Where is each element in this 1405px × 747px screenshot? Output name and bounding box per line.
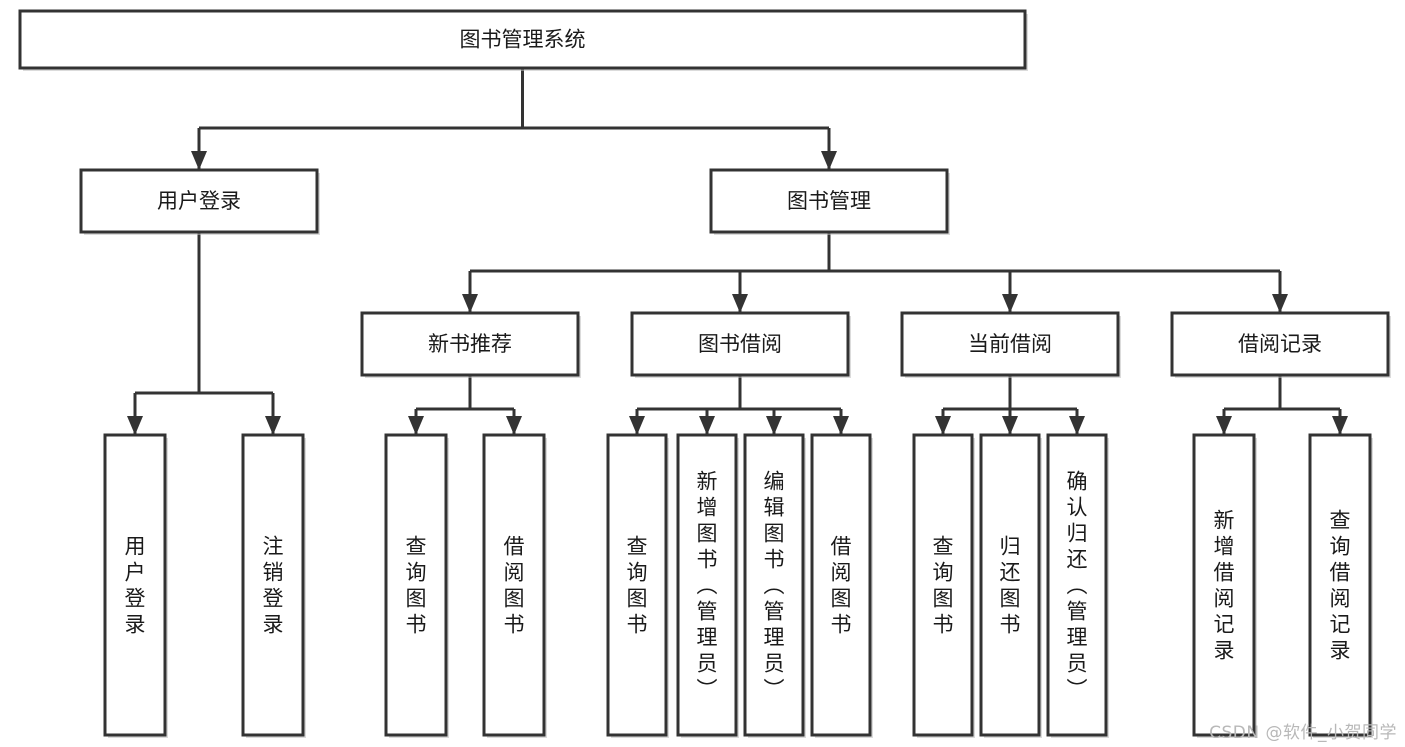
node-label: 归还图书 [1000, 534, 1021, 636]
arrow-head-icon [191, 151, 207, 170]
node-box[interactable] [979, 433, 1041, 737]
node-l-borrow-book-1[interactable]: 借阅图书 [482, 433, 547, 738]
node-box[interactable] [743, 433, 805, 737]
node-l-query-book-2[interactable]: 查询图书 [606, 433, 669, 738]
node-box[interactable] [384, 433, 448, 737]
node-label: 确认归还︵管理员︶ [1067, 469, 1088, 701]
arrow-head-icon [506, 416, 522, 435]
node-current-borrow[interactable]: 当前借阅 [900, 311, 1121, 378]
node-box[interactable] [360, 311, 580, 377]
node-l-edit-book[interactable]: 编辑图书︵管理员︶ [743, 433, 806, 738]
connector-book-borrow [629, 375, 849, 435]
arrow-head-icon [1069, 416, 1085, 435]
node-l-query-book-1[interactable]: 查询图书 [384, 433, 449, 738]
arrow-head-icon [462, 294, 478, 313]
node-user-login[interactable]: 用户登录 [79, 168, 320, 235]
arrow-head-icon [127, 416, 143, 435]
arrow-head-icon [732, 294, 748, 313]
node-box[interactable] [676, 433, 738, 737]
node-leaf-user-login[interactable]: 用户登录 [103, 433, 168, 738]
arrow-head-icon [699, 416, 715, 435]
node-book-borrow[interactable]: 图书借阅 [630, 311, 851, 378]
arrow-head-icon [629, 416, 645, 435]
node-label: 用户登录 [157, 189, 241, 213]
node-book-manage[interactable]: 图书管理 [709, 168, 950, 235]
node-box[interactable] [79, 168, 319, 234]
node-box[interactable] [1308, 433, 1372, 737]
watermark-text: CSDN @软件_小贺同学 [1209, 723, 1397, 743]
node-label: 查询借阅记录 [1330, 508, 1351, 662]
node-label: 查询图书 [406, 534, 427, 636]
arrow-head-icon [408, 416, 424, 435]
node-label: 借阅图书 [504, 534, 525, 636]
node-box[interactable] [630, 311, 850, 377]
node-label: 新增借阅记录 [1214, 508, 1235, 662]
arrow-head-icon [1272, 294, 1288, 313]
node-l-confirm-return[interactable]: 确认归还︵管理员︶ [1046, 433, 1109, 738]
connector-new-book-rec [408, 375, 522, 435]
connector-user-login [127, 232, 281, 435]
arrow-head-icon [1216, 416, 1232, 435]
node-l-add-book[interactable]: 新增图书︵管理员︶ [676, 433, 739, 738]
node-root[interactable]: 图书管理系统 [18, 9, 1028, 71]
arrow-head-icon [1332, 416, 1348, 435]
arrow-head-icon [766, 416, 782, 435]
arrow-head-icon [265, 416, 281, 435]
node-label: 借阅图书 [831, 534, 852, 636]
edges-layer [127, 68, 1348, 435]
node-box[interactable] [103, 433, 167, 737]
node-l-query-record[interactable]: 查询借阅记录 [1308, 433, 1373, 738]
arrow-head-icon [1002, 294, 1018, 313]
node-label: 编辑图书︵管理员︶ [764, 469, 785, 701]
node-new-book-rec[interactable]: 新书推荐 [360, 311, 581, 378]
node-label: 当前借阅 [968, 332, 1052, 356]
arrow-head-icon [1002, 416, 1018, 435]
node-box[interactable] [241, 433, 305, 737]
node-borrow-record[interactable]: 借阅记录 [1170, 311, 1391, 378]
node-box[interactable] [1046, 433, 1108, 737]
node-label: 图书借阅 [698, 332, 782, 356]
connector-root [191, 68, 837, 170]
node-l-return-book[interactable]: 归还图书 [979, 433, 1042, 738]
node-l-add-record[interactable]: 新增借阅记录 [1192, 433, 1257, 738]
connector-current-borrow [935, 375, 1085, 435]
node-label: 注销登录 [263, 534, 284, 636]
node-label: 新书推荐 [428, 332, 512, 356]
arrow-head-icon [833, 416, 849, 435]
node-l-query-book-3[interactable]: 查询图书 [912, 433, 975, 738]
connector-borrow-record [1216, 375, 1348, 435]
node-label: 用户登录 [125, 534, 146, 636]
node-box[interactable] [18, 9, 1027, 70]
node-box[interactable] [482, 433, 546, 737]
arrow-head-icon [935, 416, 951, 435]
node-box[interactable] [709, 168, 949, 234]
node-label: 查询图书 [933, 534, 954, 636]
node-label: 查询图书 [627, 534, 648, 636]
node-l-borrow-book-2[interactable]: 借阅图书 [810, 433, 873, 738]
node-label: 图书管理系统 [460, 28, 586, 52]
node-label: 新增图书︵管理员︶ [697, 469, 718, 701]
nodes-layer: 图书管理系统用户登录图书管理新书推荐图书借阅当前借阅借阅记录用户登录注销登录查询… [18, 9, 1391, 738]
node-label: 图书管理 [787, 189, 871, 213]
node-box[interactable] [1192, 433, 1256, 737]
arrow-head-icon [821, 151, 837, 170]
node-box[interactable] [900, 311, 1120, 377]
node-box[interactable] [810, 433, 872, 737]
node-leaf-logout[interactable]: 注销登录 [241, 433, 306, 738]
connector-book-manage [462, 232, 1288, 313]
node-box[interactable] [1170, 311, 1390, 377]
node-label: 借阅记录 [1238, 332, 1322, 356]
node-box[interactable] [912, 433, 974, 737]
node-box[interactable] [606, 433, 668, 737]
